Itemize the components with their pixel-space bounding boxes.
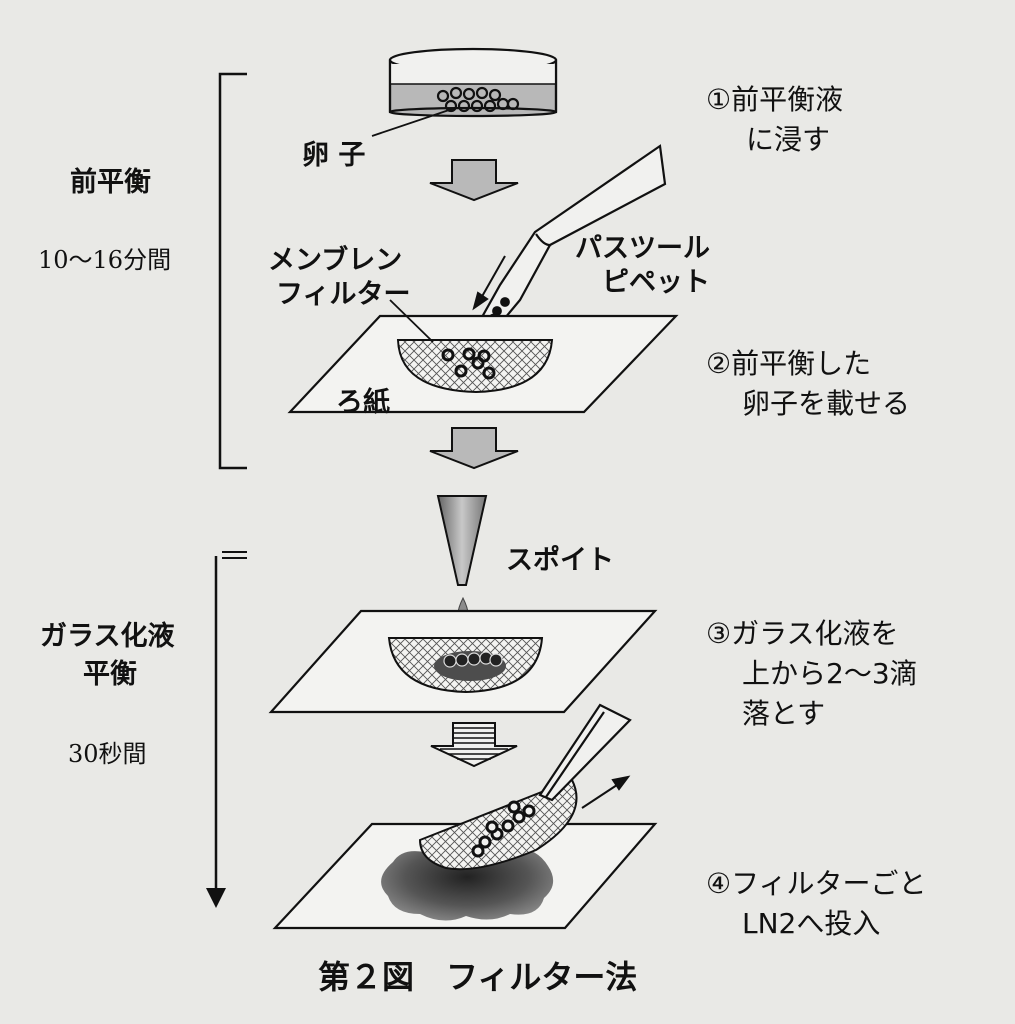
step-4-description: ④フィルターごと LN2へ投入 xyxy=(706,864,927,944)
step-2-line-1: ②前平衡した xyxy=(706,347,872,380)
step-4-line-1: ④フィルターごと xyxy=(706,867,927,900)
figure-caption: 第２図 フィルター法 xyxy=(318,958,638,996)
membrane-leader-line xyxy=(389,299,434,343)
step-4-line-2: LN2へ投入 xyxy=(742,907,881,940)
pasteur-pipette-label-line1: パスツール xyxy=(575,233,710,264)
pipette-motion-arrow xyxy=(472,255,506,311)
absorbed-solution-blot xyxy=(381,841,554,921)
forceps xyxy=(538,703,632,802)
step-2-description: ②前平衡した 卵子を載せる xyxy=(706,344,910,424)
egg-leader-line xyxy=(371,107,456,137)
eggs-on-lifted-filter xyxy=(471,800,536,858)
step-2-line-2: 卵子を載せる xyxy=(742,387,911,420)
flow-arrow-2 xyxy=(429,427,519,470)
filter-paper-label: ろ紙 xyxy=(336,387,390,418)
phase-pre-equilibration-name: 前平衡 xyxy=(70,167,151,198)
pasteur-pipette-label-line2: ピペット xyxy=(602,267,710,298)
phase-vitrification-name-line2: 平衡 xyxy=(83,659,137,690)
membrane-filter-label-line2: フィルター xyxy=(276,279,411,310)
step-1-line-1: ①前平衡液 xyxy=(706,83,844,116)
eggs-in-dish xyxy=(436,86,520,113)
dropper-label: スポイト xyxy=(506,545,614,576)
flow-arrow-1 xyxy=(429,159,519,202)
vitrification-time-arrow xyxy=(206,551,247,908)
lift-direction-arrow xyxy=(581,775,631,809)
step-1-line-2: に浸す xyxy=(746,123,831,156)
eggs-on-filter xyxy=(441,347,496,380)
phase-vitrification-time: 30秒間 xyxy=(68,740,147,768)
membrane-filter-3 xyxy=(418,778,578,871)
step-3-line-2: 上から2〜3滴 xyxy=(742,657,918,690)
pre-equilibration-bracket xyxy=(218,72,247,470)
step-3-description: ③ガラス化液を 上から2〜3滴 落とす xyxy=(706,614,918,734)
egg-label: 卵 子 xyxy=(302,140,366,171)
membrane-filter-label-line1: メンブレン xyxy=(268,245,403,276)
step-3-line-3: 落とす xyxy=(742,697,826,730)
phase-vitrification-name-line1: ガラス化液 xyxy=(40,621,175,652)
step-1-description: ①前平衡液 に浸す xyxy=(706,80,843,160)
step-3-line-1: ③ガラス化液を xyxy=(706,617,899,650)
phase-pre-equilibration-time: 10〜16分間 xyxy=(38,246,172,274)
flow-arrow-3 xyxy=(430,722,518,768)
dropper xyxy=(436,495,488,586)
eggs-in-solution xyxy=(443,651,503,668)
petri-dish xyxy=(388,47,558,118)
